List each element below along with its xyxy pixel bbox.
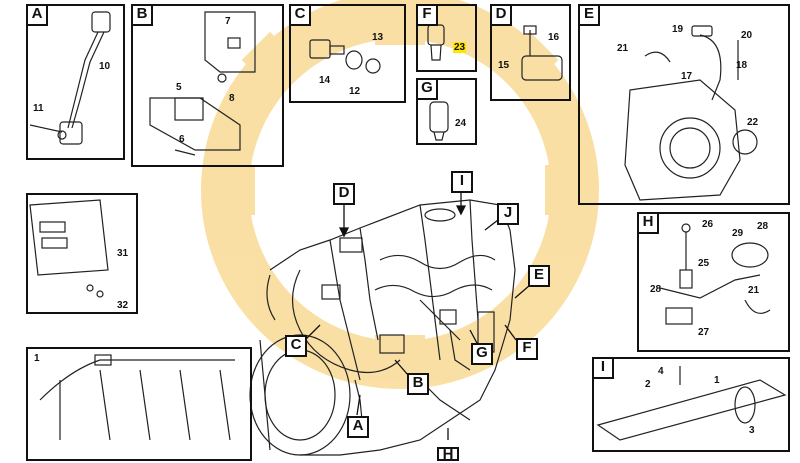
part-number: 28	[650, 284, 662, 295]
part-number-highlighted: 23	[453, 42, 467, 53]
panel-e-letter: E	[578, 4, 600, 26]
part-number: 31	[117, 248, 129, 259]
panel-i-letter: I	[592, 357, 614, 379]
callout-d: D	[333, 183, 355, 205]
part-number: 13	[372, 32, 384, 43]
panel-h-drawing	[659, 223, 771, 325]
part-number: 26	[702, 219, 714, 230]
part-number: 32	[117, 300, 129, 311]
part-number: 27	[698, 327, 710, 338]
callout-j: J	[497, 203, 519, 225]
part-number: 22	[747, 117, 759, 128]
part-number: 7	[225, 16, 231, 27]
callout-c: C	[285, 335, 307, 357]
panel-g-letter: G	[416, 78, 438, 100]
part-number: 1	[714, 375, 720, 386]
panel-a	[26, 4, 125, 160]
callout-i: I	[451, 171, 473, 193]
panel-i-drawing	[596, 366, 787, 441]
part-number: 1	[34, 353, 40, 364]
part-number: 29	[732, 228, 744, 239]
panel-harness-drawing	[39, 354, 235, 441]
part-number: 15	[498, 60, 510, 71]
panel-b-letter: B	[131, 4, 153, 26]
engine-illustration	[249, 199, 516, 456]
panel-d-drawing	[521, 25, 563, 81]
part-number: 21	[748, 285, 760, 296]
panel-b-drawing	[149, 11, 256, 156]
panel-e	[578, 4, 790, 205]
part-number: 6	[179, 134, 185, 145]
part-number: 10	[99, 61, 111, 72]
panel-i	[592, 357, 790, 452]
part-number: 12	[349, 86, 361, 97]
part-number: 16	[548, 32, 560, 43]
panel-a-letter: A	[26, 4, 48, 26]
part-number: 11	[33, 103, 44, 114]
callout-h: H	[437, 447, 459, 462]
part-number: 24	[455, 118, 467, 129]
part-number: 3	[749, 425, 755, 436]
part-number: 20	[741, 30, 753, 41]
panel-e-drawing	[624, 25, 758, 201]
panel-d-letter: D	[490, 4, 512, 26]
panel-f-letter: F	[416, 4, 438, 26]
part-number: 14	[319, 75, 331, 86]
part-number: 25	[698, 258, 710, 269]
highlight-marker: 23	[453, 42, 467, 53]
panel-c-letter: C	[289, 4, 311, 26]
panel-ecu-drawing	[29, 199, 109, 298]
panel-g	[416, 78, 477, 145]
panel-d	[490, 4, 571, 101]
callout-e: E	[528, 265, 550, 287]
panel-harness	[26, 347, 252, 461]
callout-arrows	[304, 190, 531, 440]
callout-g: G	[471, 343, 493, 365]
part-number: 19	[672, 24, 684, 35]
panel-g-drawing	[429, 101, 449, 141]
panel-a-drawing	[29, 11, 111, 145]
part-number: 5	[176, 82, 182, 93]
panel-b	[131, 4, 284, 167]
part-number: 4	[658, 366, 664, 377]
part-number: 28	[757, 221, 769, 232]
callout-f: F	[516, 338, 538, 360]
panel-h	[637, 212, 790, 352]
callout-a: A	[347, 416, 369, 438]
part-number: 18	[736, 60, 748, 71]
panel-c	[289, 4, 406, 103]
callout-b: B	[407, 373, 429, 395]
part-number: 2	[645, 379, 651, 390]
panel-f	[416, 4, 477, 72]
panel-h-letter: H	[637, 212, 659, 234]
part-number: 17	[681, 71, 693, 82]
part-number: 8	[229, 93, 235, 104]
part-number: 21	[617, 43, 629, 54]
panel-ecu	[26, 193, 138, 314]
panel-c-drawing	[309, 39, 381, 74]
